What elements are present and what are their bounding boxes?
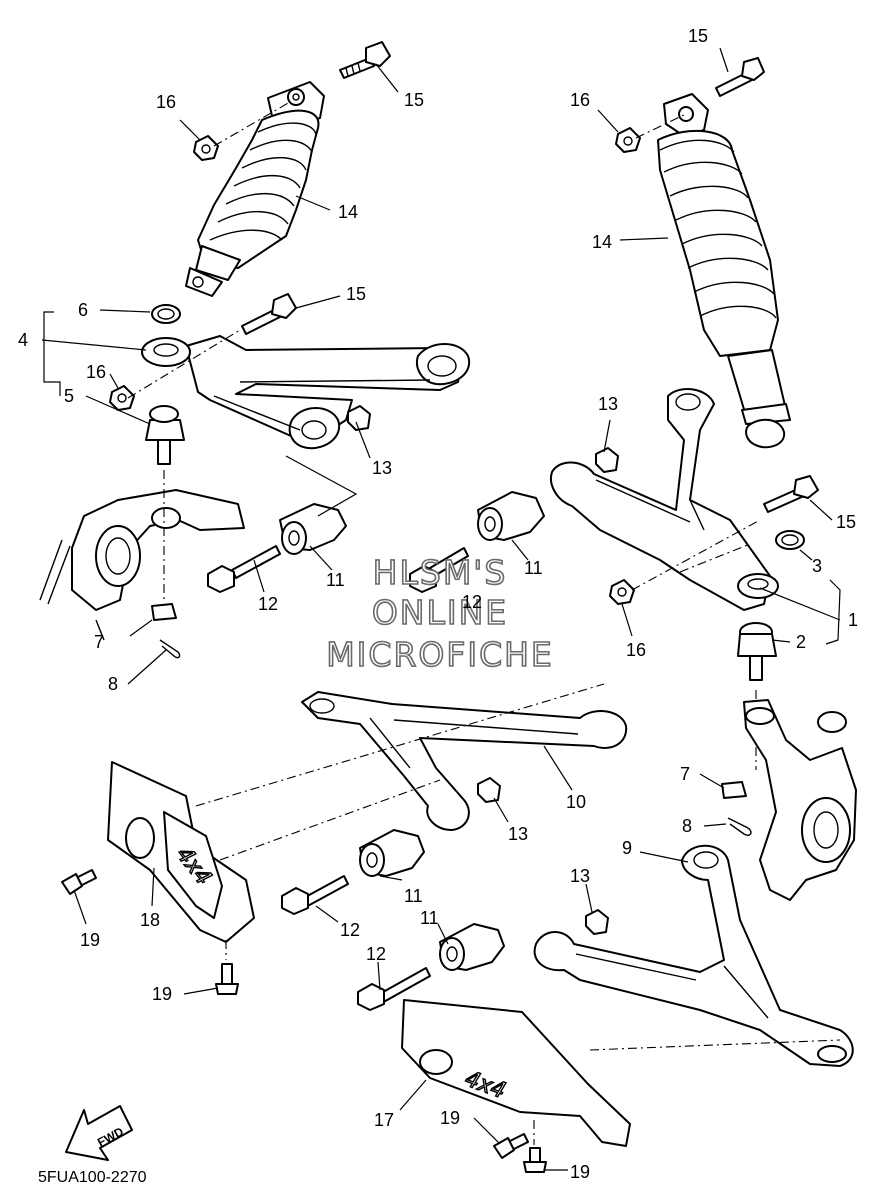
callout-13: 13 [508,824,528,844]
callout-19: 19 [440,1108,460,1128]
nut-7-right [721,781,747,799]
callout-numbers: 15 16 14 15 6 4 16 5 13 11 12 7 8 15 16 … [18,26,858,1182]
upper-arm-left [185,335,471,450]
callout-10: 10 [566,792,586,812]
callout-11: 11 [326,570,345,590]
fwd-arrow-icon: FWD [65,1105,133,1161]
callout-11: 11 [404,886,423,906]
bolt-15-left [241,293,297,335]
callout-12: 12 [462,592,482,612]
callout-12: 12 [258,594,278,614]
callout-13: 13 [598,394,618,414]
callout-19: 19 [570,1162,590,1182]
nut-16-top-right [615,127,641,153]
nut-16-left [109,385,135,411]
callout-15: 15 [688,26,708,46]
callout-12: 12 [340,920,360,940]
shock-absorber-right [657,93,791,449]
callout-14: 14 [338,202,358,222]
nut-16-top-left [193,135,219,161]
bolt-15-top-right [715,57,765,97]
cotter-pin-8-right [727,817,752,837]
callout-11: 11 [420,908,439,928]
upper-arm-right [550,388,779,611]
callout-16: 16 [626,640,646,660]
watermark-line-3: MICROFICHE [326,635,554,674]
callout-8: 8 [682,816,692,836]
callout-19: 19 [80,930,100,950]
bolt-12-lower [281,875,349,915]
drawing-code: 5FUA100-2270 [38,1169,147,1186]
circlip-3 [775,530,805,550]
watermark: HLSM'S ONLINE MICROFICHE 12 [325,552,554,675]
bushing-11-left [279,503,347,555]
nut-13-left [347,405,371,431]
callout-18: 18 [140,910,160,930]
bushing-11-center [359,829,425,877]
bolt-19-bottom [523,1147,547,1173]
callout-16: 16 [86,362,106,382]
callout-11: 11 [524,558,543,578]
boot-4 [141,337,191,367]
callout-5: 5 [64,386,74,406]
callout-1: 1 [848,610,858,630]
callout-17: 17 [374,1110,394,1130]
knuckle-left [39,489,245,641]
bushing-11-lower [439,923,505,971]
callout-7: 7 [94,632,104,652]
cotter-pin-8-left [159,639,181,659]
callout-13: 13 [372,458,392,478]
callout-2: 2 [796,632,806,652]
bolt-12-center [409,547,469,593]
bushing-11-right-top [477,491,545,541]
callout-14: 14 [592,232,612,252]
callout-15: 15 [836,512,856,532]
callout-12: 12 [366,944,386,964]
guard-17: 4x4 [401,999,631,1147]
callout-16: 16 [156,92,176,112]
ball-joint-2 [737,622,777,681]
nut-13-center [477,777,501,803]
bolt-15-top-left [339,41,391,79]
bolt-15-right [763,475,819,513]
callout-19: 19 [152,984,172,1004]
shock-absorber-left [185,81,325,297]
guard-18: 4x4 [107,761,255,943]
nut-16-right [609,579,635,605]
watermark-line-1: HLSM'S [373,553,508,592]
circlip-6 [151,304,181,324]
callout-15: 15 [404,90,424,110]
upper-arm-10 [301,691,628,831]
ball-joint-5 [145,405,185,465]
bolt-12-lowest [357,967,431,1011]
callout-16: 16 [570,90,590,110]
callout-9: 9 [622,838,632,858]
nut-13-right-top [595,447,619,473]
bolt-19-lower-left [215,963,239,995]
callout-3: 3 [812,556,822,576]
bolt-19-left [61,869,97,895]
callout-15: 15 [346,284,366,304]
lower-arm-9 [533,844,854,1067]
callout-7: 7 [680,764,690,784]
leader-lines [41,47,841,1171]
nut-13-lower [585,909,609,935]
nut-7-left [151,603,177,621]
callout-4: 4 [18,330,28,350]
callout-8: 8 [108,674,118,694]
callout-13: 13 [570,866,590,886]
watermark-line-2: ONLINE [372,593,508,632]
knuckle-right [743,699,857,901]
bolt-12-left [207,545,281,593]
callout-6: 6 [78,300,88,320]
bolt-19-center [493,1133,529,1159]
